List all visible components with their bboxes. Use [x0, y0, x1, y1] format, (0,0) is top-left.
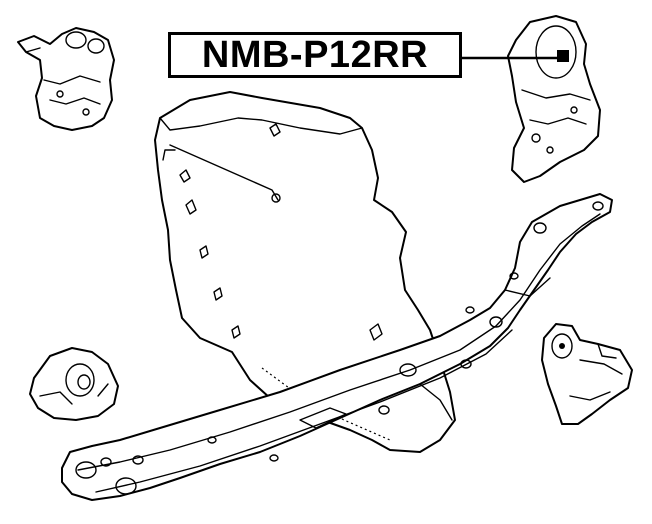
upper-left-engine-mount [17, 27, 115, 131]
pointer-target-square [557, 50, 569, 62]
lower-right-engine-mount [541, 323, 633, 425]
upper-right-engine-mount [507, 15, 601, 183]
part-number-label: NMB-P12RR [168, 32, 462, 78]
lower-left-engine-mount [29, 347, 119, 421]
engine-block [154, 91, 456, 453]
part-number-text: NMB-P12RR [201, 34, 429, 76]
front-subframe [61, 193, 613, 501]
